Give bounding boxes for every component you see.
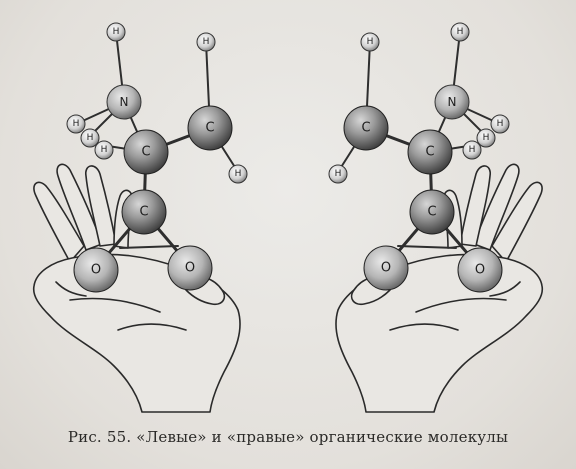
atom-label: C	[425, 145, 434, 160]
atom-label: O	[475, 263, 485, 278]
left-molecule: H H H H H H N C C C O O	[67, 23, 247, 292]
atom-label: N	[120, 95, 129, 109]
atom-label: O	[185, 261, 195, 276]
atom-label: H	[335, 169, 342, 179]
atom-label: H	[73, 119, 80, 129]
atom-label: H	[483, 133, 490, 143]
right-molecule: H H H H H H N C C C O O	[329, 23, 509, 292]
atom-label: C	[427, 205, 436, 220]
atom-label: O	[381, 261, 391, 276]
atom-label: H	[457, 27, 464, 37]
atom-label: H	[87, 133, 94, 143]
atom-label: H	[469, 145, 476, 155]
atom-label: C	[361, 121, 370, 136]
atom-label: H	[113, 27, 120, 37]
atom-label: H	[203, 37, 210, 47]
atom-label: O	[91, 263, 101, 278]
atom-label: N	[448, 95, 457, 109]
atom-label: H	[101, 145, 108, 155]
atom-label: C	[205, 121, 214, 136]
chiral-molecules-illustration: H H H H H H N C C C O O	[0, 0, 576, 420]
atom-label: H	[367, 37, 374, 47]
atom-label: H	[497, 119, 504, 129]
figure-caption: Рис. 55. «Левые» и «правые» органические…	[0, 428, 576, 446]
atom-label: H	[235, 169, 242, 179]
atom-label: C	[141, 145, 150, 160]
atom-label: C	[139, 205, 148, 220]
